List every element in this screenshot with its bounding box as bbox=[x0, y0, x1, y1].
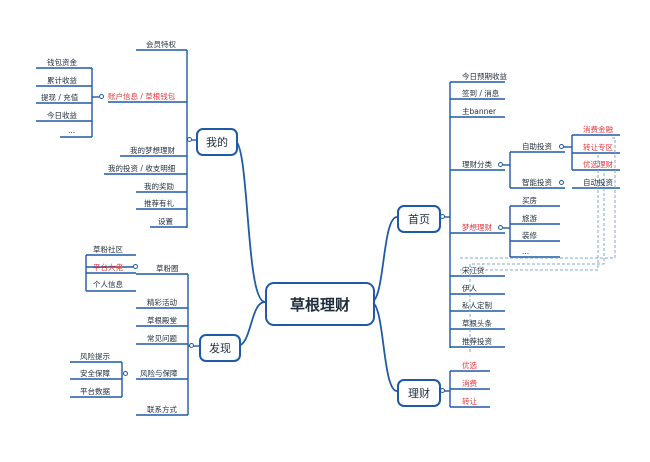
discover-fans-label[interactable]: 草粉圈 bbox=[156, 264, 179, 273]
mine-item-0[interactable]: 我的梦想理财 bbox=[130, 146, 175, 155]
home-bottom-0[interactable]: 宋江贷 bbox=[462, 266, 485, 275]
connector-line bbox=[469, 173, 605, 352]
fans-child-0[interactable]: 草粉社区 bbox=[93, 245, 123, 254]
finance-node[interactable]: 理财 bbox=[397, 379, 441, 407]
discover-risk-label[interactable]: 风险与保障 bbox=[140, 369, 178, 378]
mine-collapse-dot[interactable] bbox=[187, 137, 192, 142]
account-child-3[interactable]: 今日收益 bbox=[47, 111, 77, 120]
mine-account-label[interactable]: 账户信息 / 草根钱包 bbox=[108, 92, 176, 101]
home-top-2[interactable]: 主banner bbox=[462, 107, 497, 116]
mine-item-1[interactable]: 我的投资 / 收支明细 bbox=[108, 164, 176, 173]
mine-item-4[interactable]: 设置 bbox=[158, 217, 173, 226]
risk-collapse-dot[interactable] bbox=[123, 371, 128, 376]
connector-line bbox=[458, 155, 599, 271]
dream-collapse-dot[interactable] bbox=[498, 225, 503, 230]
account-child-2[interactable]: 提现 / 充值 bbox=[41, 93, 79, 102]
discover-collapse-dot[interactable] bbox=[189, 343, 194, 348]
account-child-4[interactable]: ... bbox=[68, 126, 76, 135]
home-top-0[interactable]: 今日预期收益 bbox=[462, 72, 507, 81]
home-bottom-4[interactable]: 推荐投资 bbox=[462, 337, 492, 346]
mine-item-2[interactable]: 我的奖励 bbox=[144, 182, 174, 191]
home-node[interactable]: 首页 bbox=[397, 205, 441, 233]
discover-contact-label[interactable]: 联系方式 bbox=[147, 405, 177, 414]
fans-child-2[interactable]: 个人信息 bbox=[93, 280, 123, 289]
dream-child-2[interactable]: 装修 bbox=[522, 231, 537, 240]
discover-item-1[interactable]: 草根殿堂 bbox=[147, 316, 177, 325]
discover-item-0[interactable]: 精彩活动 bbox=[147, 298, 177, 307]
account-child-0[interactable]: 钱包资金 bbox=[47, 58, 77, 67]
risk-child-2[interactable]: 平台数据 bbox=[80, 387, 110, 396]
finance-item-2[interactable]: 转让 bbox=[462, 397, 477, 406]
fans-child-1[interactable]: 平台大佬 bbox=[93, 263, 123, 272]
account-child-1[interactable]: 累计收益 bbox=[47, 76, 77, 85]
finance-item-0[interactable]: 优选 bbox=[462, 361, 477, 370]
finance-collapse-dot[interactable] bbox=[440, 388, 445, 393]
dream-child-3[interactable]: ... bbox=[522, 247, 530, 256]
self-child-2[interactable]: 优选理财 bbox=[583, 160, 613, 169]
home-bottom-2[interactable]: 私人定制 bbox=[462, 301, 492, 310]
self-child-1[interactable]: 转让专区 bbox=[583, 143, 613, 152]
mine-member-label[interactable]: 会员特权 bbox=[146, 40, 176, 49]
home-dream-label[interactable]: 梦想理财 bbox=[462, 223, 492, 232]
home-category-label[interactable]: 理财分类 bbox=[462, 160, 492, 169]
fans-collapse-dot[interactable] bbox=[133, 264, 138, 269]
smart-child[interactable]: 自动投资 bbox=[583, 178, 613, 187]
connector-line bbox=[233, 139, 266, 303]
finance-item-1[interactable]: 消费 bbox=[462, 379, 477, 388]
risk-child-0[interactable]: 风险提示 bbox=[80, 352, 110, 361]
account-collapse-dot[interactable] bbox=[99, 94, 104, 99]
smart-invest-collapse-dot[interactable] bbox=[559, 180, 564, 185]
root-node[interactable]: 草根理财 bbox=[265, 282, 375, 326]
home-bottom-1[interactable]: 伊人 bbox=[462, 284, 477, 293]
mine-node[interactable]: 我的 bbox=[196, 128, 238, 156]
home-self-invest-label[interactable]: 自助投资 bbox=[522, 142, 552, 151]
discover-node[interactable]: 发现 bbox=[199, 334, 241, 362]
self-invest-collapse-dot[interactable] bbox=[559, 144, 564, 149]
discover-item-2[interactable]: 常见问题 bbox=[147, 334, 177, 343]
connector-line bbox=[236, 301, 266, 347]
mine-item-3[interactable]: 推荐有礼 bbox=[144, 199, 174, 208]
dream-child-0[interactable]: 买房 bbox=[522, 196, 537, 205]
category-collapse-dot[interactable] bbox=[498, 162, 503, 167]
connector-line bbox=[458, 137, 616, 259]
home-smart-invest-label[interactable]: 智能投资 bbox=[522, 178, 552, 187]
home-bottom-3[interactable]: 草根头条 bbox=[462, 319, 492, 328]
dream-child-1[interactable]: 旅游 bbox=[522, 214, 537, 223]
home-top-1[interactable]: 签到 / 消息 bbox=[462, 89, 500, 98]
home-collapse-dot[interactable] bbox=[440, 214, 445, 219]
self-child-0[interactable]: 消费金融 bbox=[583, 125, 613, 134]
risk-child-1[interactable]: 安全保障 bbox=[80, 369, 110, 378]
